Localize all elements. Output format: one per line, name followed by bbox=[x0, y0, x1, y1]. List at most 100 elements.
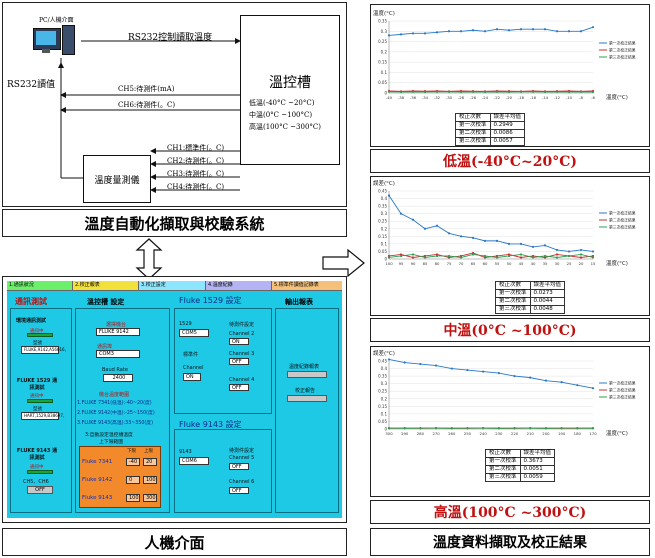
data-point bbox=[482, 426, 485, 430]
y-tick-label: 0.2 bbox=[381, 396, 388, 401]
data-point bbox=[544, 379, 548, 382]
diagram-wiring bbox=[58, 38, 241, 193]
f1529-port-select[interactable]: COM5 bbox=[179, 329, 209, 337]
table-cell: 第一次校準 bbox=[485, 457, 521, 466]
f9143-c6-value[interactable]: OFF bbox=[229, 487, 249, 494]
data-point bbox=[519, 28, 523, 31]
f1529-c4-label: Channel 4 bbox=[229, 377, 255, 383]
f1529-test-label: FLUKE 1529 通訊測試 bbox=[16, 378, 58, 391]
f1529-c3-value[interactable]: OFF bbox=[229, 358, 249, 365]
conn1-label: 通訊中 bbox=[30, 329, 44, 334]
temperature-chamber: 溫控槽 低溫(-40°C ~20°C) 中溫(0°C ~100°C) 高溫(10… bbox=[240, 15, 340, 165]
ch56-off-button[interactable]: OFF bbox=[27, 486, 53, 494]
table-cell: 第一次校準 bbox=[495, 289, 531, 298]
x-tick-label: 270 bbox=[432, 431, 440, 436]
limit-row-3-high[interactable]: 300 bbox=[143, 494, 157, 502]
data-point bbox=[519, 90, 523, 93]
data-point bbox=[591, 427, 595, 430]
data-point bbox=[399, 212, 403, 215]
data-point bbox=[387, 358, 391, 361]
ch1-label: CH1:標準件(。C) bbox=[167, 144, 225, 152]
data-point bbox=[471, 90, 475, 93]
y-tick-label: 0.3 bbox=[381, 211, 388, 216]
ch6-label: CH6:待測件(。C) bbox=[118, 101, 176, 109]
x-tick-label: 40 bbox=[531, 261, 536, 266]
limit-row-1-high[interactable]: 20 bbox=[143, 458, 157, 466]
data-point bbox=[543, 28, 547, 31]
x-tick-label: -12 bbox=[554, 95, 561, 100]
tab-record[interactable]: 4.溫度紀錄 bbox=[206, 281, 272, 290]
data-point bbox=[387, 426, 391, 430]
table-cell: 0.2949 bbox=[489, 121, 526, 130]
data-point bbox=[555, 256, 559, 259]
f1529-c2-label: Channel 2 bbox=[229, 331, 255, 337]
ch3-label: CH3:待測件(。C) bbox=[167, 170, 225, 178]
data-point bbox=[419, 362, 422, 366]
f1529-column bbox=[174, 308, 272, 414]
limit-row-2-high[interactable]: 100 bbox=[143, 476, 157, 484]
f1529-ch-value[interactable]: ON bbox=[183, 373, 201, 381]
x-tick-label: 290 bbox=[401, 431, 409, 436]
data-point bbox=[497, 371, 500, 375]
x-tick-label: 25 bbox=[567, 261, 572, 266]
model1-label: 型號 bbox=[33, 341, 42, 346]
x-tick-label: 50 bbox=[507, 261, 512, 266]
y-tick-label: 0.3 bbox=[381, 381, 388, 386]
legend-label: 第一次校正結果 bbox=[609, 381, 636, 386]
ring-test-label: 環境通訊測試 bbox=[16, 318, 47, 324]
tab-comm[interactable]: 1.通訊狀況 bbox=[7, 281, 73, 290]
f1529-c4-value[interactable]: OFF bbox=[229, 384, 249, 391]
chamber-column bbox=[75, 308, 170, 513]
f1529-c2-value[interactable]: ON bbox=[229, 338, 249, 345]
data-point bbox=[507, 253, 511, 256]
data-point bbox=[483, 239, 487, 242]
data-point bbox=[435, 253, 439, 256]
y-axis-label: 誤差(°C) bbox=[373, 349, 395, 357]
port-select[interactable]: COM3 bbox=[96, 350, 140, 358]
tab-report[interactable]: 2.校正報表 bbox=[73, 281, 139, 290]
data-point bbox=[459, 254, 463, 258]
f1529-std-label: 標準件 bbox=[183, 352, 199, 358]
x-tick-label: -30 bbox=[446, 95, 453, 100]
f1529-port-label: 1529 bbox=[179, 321, 192, 327]
data-point bbox=[519, 242, 523, 245]
limit-row-1-low[interactable]: -40 bbox=[126, 458, 140, 466]
data-point bbox=[423, 227, 427, 230]
f9143-port-select[interactable]: COM6 bbox=[179, 457, 209, 465]
ch2-label: CH2:待測件(。C) bbox=[167, 157, 225, 165]
data-point bbox=[567, 250, 571, 253]
tab-std-record[interactable]: 5.標準件讀值記錄表 bbox=[272, 281, 342, 290]
rs232-read-label: RS232讀值 bbox=[7, 80, 56, 90]
data-point bbox=[591, 254, 595, 258]
auto-label: 3:自動設定溫控槽溫度 bbox=[85, 433, 133, 438]
x-tick-label: 80 bbox=[435, 261, 440, 266]
baud-value[interactable]: 2400 bbox=[103, 374, 133, 382]
data-point bbox=[591, 250, 595, 253]
tab-settings[interactable]: 3.校正設定 bbox=[139, 281, 206, 290]
data-point bbox=[567, 30, 571, 33]
limit-row-2-low[interactable]: 0 bbox=[126, 476, 140, 484]
table-head: 誤差平均值 bbox=[529, 281, 566, 290]
data-point bbox=[579, 30, 583, 33]
limit-row-3-low[interactable]: 100 bbox=[126, 494, 140, 502]
conn3-indicator bbox=[27, 470, 53, 474]
y-tick-label: 0 bbox=[384, 91, 387, 96]
data-point bbox=[435, 254, 439, 258]
x-tick-label: -10 bbox=[566, 95, 573, 100]
data-point bbox=[579, 90, 583, 93]
x-tick-label: -20 bbox=[506, 95, 513, 100]
f9143-c5-value[interactable]: OFF bbox=[229, 463, 249, 470]
report-rec-button[interactable] bbox=[287, 371, 327, 378]
data-point bbox=[435, 90, 439, 93]
x-tick-label: 230 bbox=[495, 431, 503, 436]
conn2-label: 通訊中 bbox=[30, 394, 44, 399]
data-point bbox=[403, 361, 406, 364]
machine-select[interactable]: FLUKE 9142 bbox=[96, 328, 140, 336]
report-cal-button[interactable] bbox=[287, 395, 327, 402]
data-point bbox=[419, 426, 422, 430]
range-label: 機台溫度範圍 bbox=[99, 392, 130, 398]
y-tick-label: 0.3 bbox=[381, 29, 388, 34]
report-cal-label: 校正報告 bbox=[295, 388, 316, 394]
